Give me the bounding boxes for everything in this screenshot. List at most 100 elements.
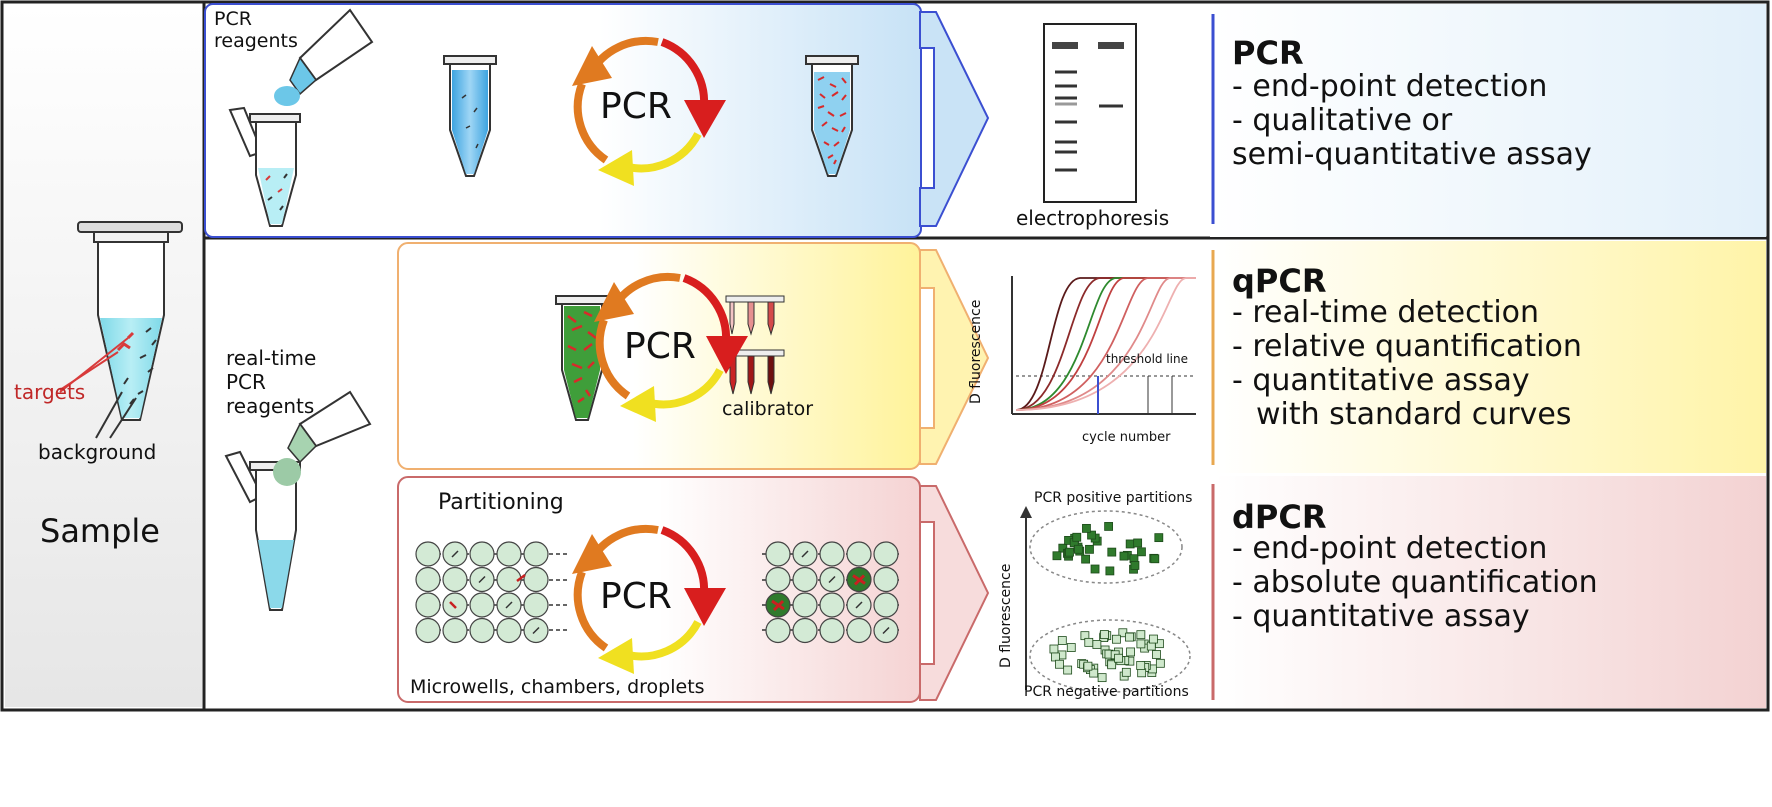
partition-well — [765, 541, 791, 567]
qpcr-cycle-arrows — [594, 272, 748, 422]
pcr-feature-1: - end-point detection — [1232, 69, 1548, 104]
partition-well — [469, 592, 495, 618]
calibrator-label: calibrator — [722, 398, 814, 420]
partition-well — [765, 617, 791, 644]
partition-point — [1087, 530, 1096, 540]
partition-point — [1083, 661, 1093, 671]
partition-point — [1085, 544, 1094, 554]
partition-point — [1063, 665, 1073, 675]
partition-point — [1055, 659, 1064, 669]
partition-well — [819, 592, 845, 618]
partition-point — [1066, 643, 1076, 652]
partition-point — [1073, 544, 1083, 554]
qpcr-info-panel — [1215, 241, 1766, 473]
partition-point — [1111, 634, 1121, 644]
partition-point — [1126, 647, 1135, 657]
partition-well — [442, 566, 468, 593]
dpcr-feature-2: - absolute quantification — [1232, 565, 1598, 600]
sample-title: Sample — [40, 512, 160, 550]
microwells-label: Microwells, chambers, droplets — [410, 676, 705, 698]
threshold-label: threshold line — [1106, 352, 1188, 366]
partition-well — [496, 617, 522, 644]
partition-point — [1121, 667, 1131, 677]
electrophoresis-gel — [1043, 23, 1137, 203]
partition-well — [792, 592, 818, 618]
qpcr-feature-3: - quantitative assay — [1232, 363, 1530, 398]
partition-well — [469, 541, 495, 567]
partition-well — [523, 592, 549, 618]
realtime-reagents-line1: real-time — [226, 346, 317, 370]
partition-well — [442, 592, 468, 618]
partition-well — [415, 592, 441, 618]
partition-point — [1089, 668, 1099, 678]
partition-point — [1137, 547, 1146, 557]
partition-point — [1155, 658, 1165, 668]
realtime-reagents-line2: PCR — [226, 370, 266, 394]
dpcr-panel — [397, 476, 921, 703]
partition-point — [1081, 554, 1091, 564]
partition-point — [1105, 566, 1115, 576]
dpcr-big-arrow — [919, 485, 990, 701]
partition-point — [1137, 668, 1147, 678]
pcr-cycle-label: PCR — [600, 86, 672, 127]
qpcr-feature-2: - relative quantification — [1232, 329, 1582, 364]
qpcr-feature-4: with standard curves — [1256, 397, 1572, 432]
pcr-amplified-tube — [805, 55, 859, 177]
partition-point — [1107, 660, 1117, 670]
pcr-reagents-label-line2: reagents — [214, 30, 298, 52]
partition-well — [415, 617, 441, 644]
qpcr-tube — [555, 295, 609, 421]
dpcr-ylabel: D fluorescence — [998, 563, 1014, 668]
partition-point — [1136, 639, 1146, 649]
partition-point — [1130, 561, 1140, 570]
qpcr-xlabel: cycle number — [1082, 430, 1171, 445]
partition-well — [819, 541, 845, 567]
pcr-mix-tube — [443, 55, 497, 177]
pcr-cycle-arrows — [572, 36, 726, 186]
pcr-info-panel — [1210, 4, 1766, 237]
partition-well — [415, 566, 441, 593]
calibrator-tubes — [725, 295, 785, 395]
qpcr-big-arrow — [919, 249, 990, 465]
partition-point — [1057, 636, 1067, 645]
dpcr-cycle-arrows — [572, 524, 726, 674]
qpcr-amplification-plot — [1011, 276, 1196, 415]
qpcr-panel — [397, 242, 921, 470]
partition-well — [765, 566, 791, 593]
partition-well — [523, 541, 549, 567]
partition-point — [1082, 523, 1091, 533]
realtime-reagents-line3: reagents — [226, 394, 315, 418]
electrophoresis-label: electrophoresis — [1016, 206, 1170, 230]
qpcr-cycle-label: PCR — [624, 326, 696, 367]
partition-point — [1136, 630, 1146, 640]
partition-point — [1072, 532, 1082, 542]
partition-point — [1133, 538, 1143, 548]
partition-point — [1107, 547, 1117, 557]
partition-point — [1154, 533, 1164, 543]
partition-point — [1149, 634, 1158, 644]
partition-point — [1084, 637, 1094, 647]
sample-tube — [59, 221, 183, 439]
pcr-big-arrow — [919, 11, 990, 227]
partition-point — [1150, 554, 1160, 564]
partition-well — [873, 566, 899, 593]
partition-point — [1114, 653, 1123, 663]
partition-well — [523, 566, 549, 593]
pcr-panel — [204, 3, 922, 238]
partition-well — [442, 617, 468, 644]
partition-well — [792, 617, 818, 644]
partition-point — [1152, 650, 1161, 659]
dpcr-info-panel — [1215, 476, 1766, 708]
partition-well — [846, 541, 872, 567]
partition-point — [1104, 522, 1114, 531]
dpcr-cycle-label: PCR — [600, 576, 672, 617]
negative-partitions-label: PCR negative partitions — [1024, 684, 1189, 700]
partition-well — [415, 541, 441, 567]
qpcr-feature-1: - real-time detection — [1232, 295, 1540, 330]
qpcr-title: qPCR — [1232, 262, 1327, 300]
pcr-feature-3: semi-quantitative assay — [1232, 137, 1592, 172]
partition-point — [1119, 551, 1129, 561]
dpcr-feature-3: - quantitative assay — [1232, 599, 1530, 634]
pcr-reagent-tube — [228, 8, 374, 227]
